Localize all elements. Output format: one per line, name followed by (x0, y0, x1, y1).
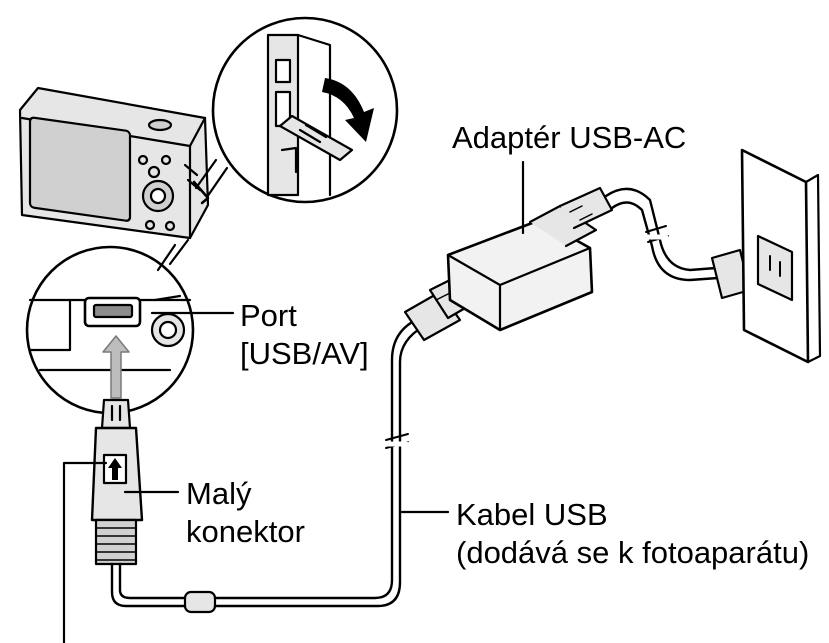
usb-cable-label-line1: Kabel USB (456, 497, 608, 532)
wall-outlet-icon (740, 148, 822, 364)
port-detail-zoom (25, 238, 195, 415)
small-connector-label-line1: Malý (186, 476, 252, 511)
insert-arrow-icon (102, 335, 130, 399)
usb-cable-label-line2: (dodává se k fotoaparátu) (456, 535, 810, 570)
port-label-line1: Port (240, 298, 297, 333)
cover-detail-zoom (194, 16, 399, 204)
rotate-arrow-icon (322, 78, 374, 142)
adapter-label: Adaptér USB-AC (452, 120, 687, 155)
ac-power-cord (604, 187, 752, 300)
arrow-mark-leader (62, 461, 108, 643)
port-label-line2: [USB/AV] (240, 336, 369, 371)
usb-ac-adapter-icon (446, 186, 614, 332)
camera-icon (18, 86, 210, 240)
small-connector-label-line2: konektor (186, 514, 305, 549)
usb-micro-connector-icon (90, 398, 144, 566)
